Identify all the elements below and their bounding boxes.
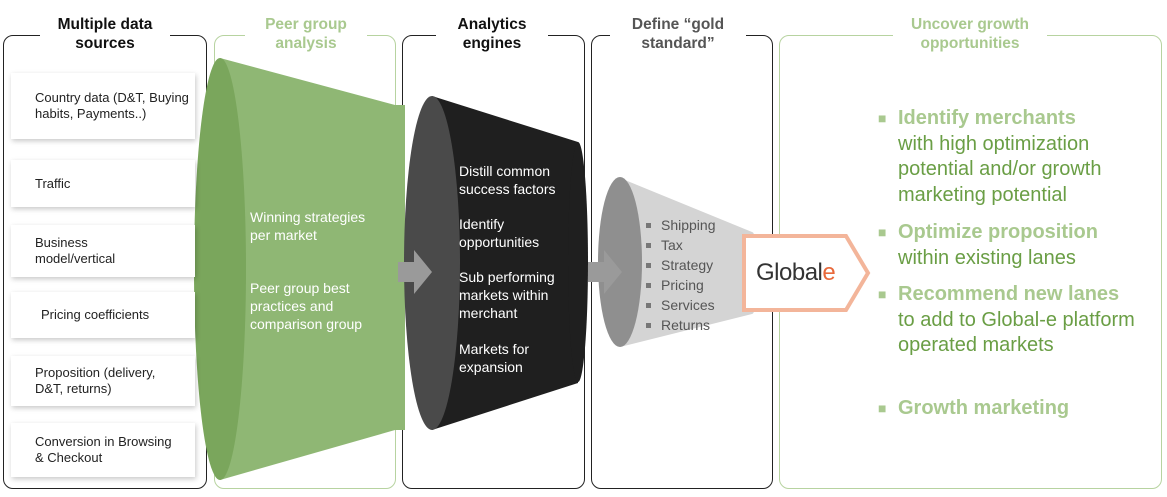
analytics-item-opportunities: Identify opportunities [459, 216, 540, 250]
bullet-icon [646, 222, 651, 228]
gold-item-label: Tax [661, 237, 683, 253]
gold-item-services: Services [646, 295, 715, 315]
gold-item-label: Returns [661, 317, 711, 333]
outcome-text: with high optimization potential and/or … [898, 132, 1102, 206]
analytics-item-expansion: Markets for expansion [459, 341, 530, 375]
outcome-text: to add to Global-e platform operated mar… [898, 308, 1135, 357]
gold-item-label: Strategy [661, 257, 714, 273]
header-gold-standard: Define “gold standard” [610, 15, 746, 53]
bullet-icon [646, 282, 651, 288]
gold-item-label: Shipping [661, 217, 716, 233]
header-peer-group: Peer group analysis [245, 15, 367, 53]
source-label: Proposition (delivery, D&T, returns) [35, 365, 156, 396]
source-proposition: Proposition (delivery, D&T, returns) [11, 356, 195, 406]
source-label: Business model/vertical [35, 235, 116, 266]
outcome-text: within existing lanes [898, 246, 1076, 269]
global-e-logo: Globale [756, 258, 836, 288]
header-uncover: Uncover growth opportunities [893, 15, 1047, 53]
gold-item-returns: Returns [646, 315, 710, 335]
header-data-sources: Multiple data sources [40, 15, 170, 53]
bullet-icon [646, 242, 651, 248]
logo-text-main: Global [756, 259, 823, 286]
logo-chevron [742, 234, 871, 312]
bullet-icon: ■ [878, 400, 887, 416]
bullet-icon [646, 262, 651, 268]
arrow-analytics-to-gold-icon [588, 250, 622, 294]
gold-item-strategy: Strategy [646, 255, 713, 275]
outcome-title: Optimize proposition [898, 221, 1098, 243]
source-traffic: Traffic [11, 160, 195, 207]
bullet-icon [646, 302, 651, 308]
outcome-recommend-lanes: ■ Recommend new lanes to add to Global-e… [878, 282, 1148, 359]
source-pricing-coefficients: Pricing coefficients [11, 292, 195, 338]
bullet-icon: ■ [878, 110, 887, 126]
gold-item-tax: Tax [646, 235, 683, 255]
source-conversion: Conversion in Browsing & Checkout [11, 423, 195, 477]
bullet-icon: ■ [878, 224, 887, 240]
gold-item-label: Services [661, 297, 715, 313]
gold-item-label: Pricing [661, 277, 704, 293]
gold-item-pricing: Pricing [646, 275, 704, 295]
outcome-optimize-proposition: ■ Optimize proposition within existing l… [878, 220, 1148, 271]
analytics-item-success-factors: Distill common success factors [459, 163, 556, 197]
outcome-identify-merchants: ■ Identify merchants with high optimizat… [878, 106, 1148, 208]
bullet-icon: ■ [878, 286, 887, 302]
arrow-peer-to-analytics-icon [398, 250, 432, 294]
outcome-title: Growth marketing [898, 397, 1070, 419]
header-analytics: Analytics engines [436, 15, 548, 53]
analytics-item-sub-performing: Sub performing markets within merchant [459, 269, 555, 321]
source-label: Conversion in Browsing & Checkout [35, 434, 172, 465]
peer-item-winning-strategies: Winning strategies per market [250, 209, 366, 243]
outcome-title: Recommend new lanes [898, 283, 1120, 305]
peer-item-best-practices: Peer group best practices and comparison… [250, 280, 363, 332]
outcome-title: Identify merchants [898, 107, 1076, 129]
analytics-funnel [404, 96, 588, 430]
logo-text-accent: e [822, 259, 836, 286]
source-label: Country data (D&T, Buying habits, Paymen… [35, 90, 189, 121]
source-business-model: Business model/vertical [11, 225, 195, 277]
outcome-growth-marketing: ■ Growth marketing [878, 396, 1148, 422]
gold-item-shipping: Shipping [646, 215, 716, 235]
source-country-data: Country data (D&T, Buying habits, Paymen… [11, 73, 195, 139]
source-label: Pricing coefficients [41, 307, 150, 322]
peer-group-funnel [194, 58, 405, 480]
source-label: Traffic [35, 175, 71, 191]
bullet-icon [646, 322, 651, 328]
